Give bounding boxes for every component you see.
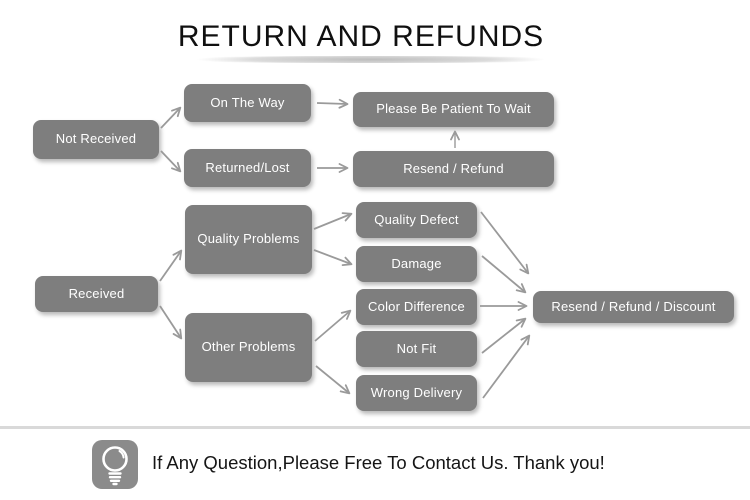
lightbulb-icon — [92, 440, 138, 489]
arrow-quality-problems-to-quality-defect — [313, 212, 353, 230]
node-returned-lost: Returned/Lost — [184, 149, 311, 187]
node-damage: Damage — [356, 246, 477, 282]
arrow-damage-to-resend-refund-discount — [481, 255, 527, 294]
arrow-not-received-to-returned-lost — [160, 150, 182, 173]
arrow-received-to-other-problems — [159, 305, 183, 340]
node-not-fit: Not Fit — [356, 331, 477, 367]
node-on-the-way: On The Way — [184, 84, 311, 122]
arrow-not-received-to-on-the-way — [160, 106, 182, 129]
node-color-difference: Color Difference — [356, 289, 477, 325]
arrow-wrong-delivery-to-resend-refund-discount — [482, 334, 531, 399]
footer-text: If Any Question,Please Free To Contact U… — [152, 452, 605, 473]
node-quality-defect: Quality Defect — [356, 202, 477, 238]
lightbulb-glyph — [102, 446, 128, 486]
node-quality-problems: Quality Problems — [185, 205, 312, 274]
page-title: RETURN AND REFUNDS — [177, 20, 545, 53]
arrow-other-problems-to-wrong-delivery — [315, 365, 351, 395]
title-underline-shadow — [153, 56, 589, 63]
arrow-received-to-quality-problems — [159, 249, 183, 282]
node-wrong-delivery: Wrong Delivery — [356, 375, 477, 411]
arrow-quality-problems-to-damage — [313, 249, 353, 266]
footer-divider — [0, 426, 750, 429]
arrow-other-problems-to-color-difference — [314, 309, 352, 342]
node-other-problems: Other Problems — [185, 313, 312, 382]
node-please-be-patient: Please Be Patient To Wait — [353, 92, 554, 127]
node-received: Received — [35, 276, 158, 312]
node-resend-refund-discount: Resend / Refund / Discount — [533, 291, 734, 323]
arrow-not-fit-to-resend-refund-discount — [481, 317, 527, 354]
node-not-received: Not Received — [33, 120, 159, 159]
node-resend-refund: Resend / Refund — [353, 151, 554, 187]
arrow-quality-defect-to-resend-refund-discount — [480, 211, 530, 275]
arrow-on-the-way-to-please-be-patient — [316, 98, 349, 109]
